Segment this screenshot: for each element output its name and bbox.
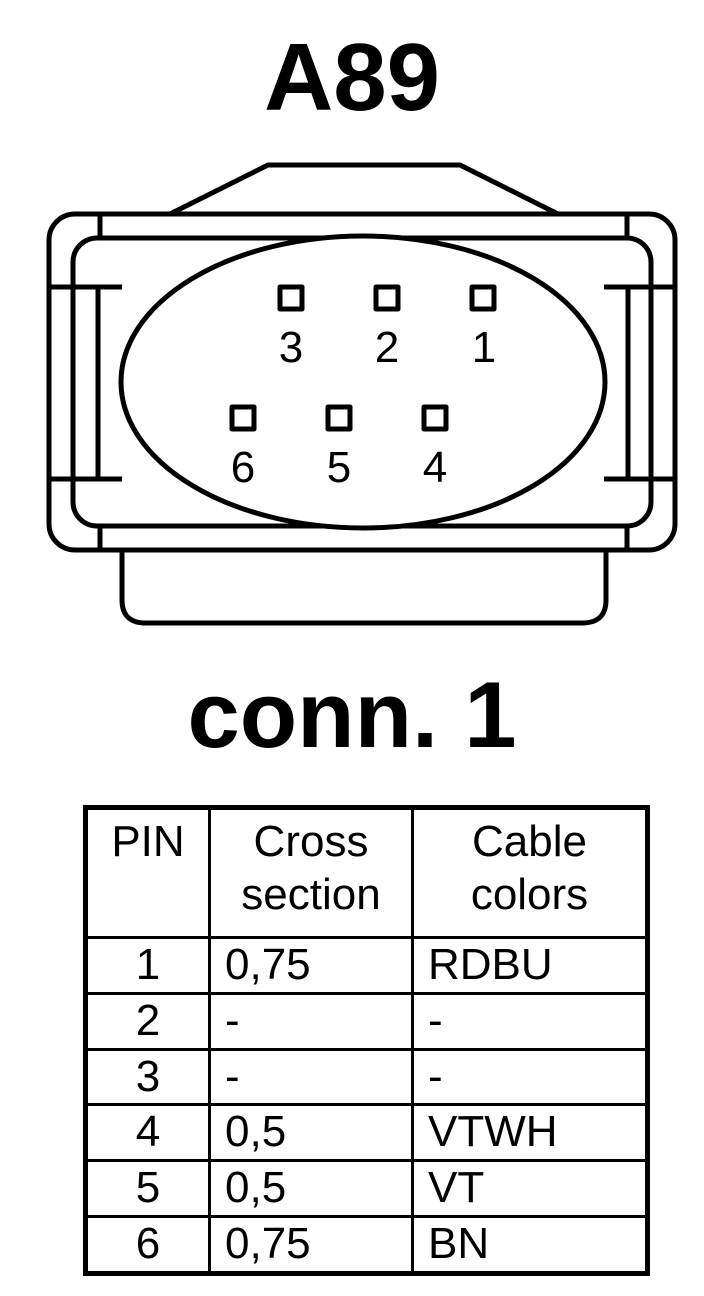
header-pin: PIN [84,806,211,939]
table-row: 4 0,5 VTWH [84,1103,649,1163]
cross-section-cell: 0,75 [208,1214,414,1275]
header-cable-colors: Cable colors [411,806,649,939]
table-row: 1 0,75 RDBU [84,936,649,995]
table-header-row: PIN Cross section Cable colors [84,806,649,939]
cable-color-cell: VTWH [411,1103,649,1163]
pin-cell: 6 [84,1214,211,1275]
pin-label-6: 6 [231,443,255,492]
header-color-line1: Cable [472,817,587,866]
connector-diagram: 3 2 1 6 5 4 [46,162,678,626]
pin-socket-3 [277,284,305,312]
connector-top-latch [168,162,560,217]
pin-cell: 4 [84,1103,211,1163]
cable-color-cell: BN [411,1214,649,1275]
component-title: A89 [263,24,441,131]
table-row: 5 0,5 VT [84,1159,649,1218]
cross-section-cell: 0,75 [208,936,414,995]
pin-label-2: 2 [375,323,399,372]
pin-label-4: 4 [423,443,447,492]
pin-socket-5 [325,404,353,432]
connector-bottom-skirt [119,550,609,626]
pin-label-3: 3 [279,323,303,372]
cable-color-cell: - [411,1047,649,1107]
pin-socket-4 [421,404,449,432]
table-row: 3 - - [84,1047,649,1107]
connector-outer-housing [46,211,678,553]
cable-color-cell: RDBU [411,936,649,995]
pin-label-1: 1 [472,323,496,372]
cross-section-cell: 0,5 [208,1103,414,1163]
header-color-line2: colors [470,869,589,919]
header-cross-line1: Cross [253,817,369,866]
header-cross-line2: section [241,869,381,919]
header-cross-section: Cross section [208,806,414,939]
cable-color-cell: - [411,991,649,1051]
table-row: 6 0,75 BN [84,1214,649,1275]
connector-contact-oval [118,233,608,531]
pin-cell: 1 [84,936,211,995]
pin-socket-2 [373,284,401,312]
cross-section-cell: - [208,991,414,1051]
cross-section-cell: - [208,1047,414,1107]
cross-section-cell: 0,5 [208,1159,414,1218]
pin-socket-1 [469,284,497,312]
cable-color-cell: VT [411,1159,649,1218]
connector-title: conn. 1 [187,662,517,767]
pin-assignment-table: PIN Cross section Cable colors 1 0,75 RD… [83,805,650,1276]
pin-socket-6 [229,404,257,432]
pin-label-5: 5 [327,443,351,492]
pin-cell: 2 [84,991,211,1051]
pin-cell: 5 [84,1159,211,1218]
pin-cell: 3 [84,1047,211,1107]
table-row: 2 - - [84,991,649,1051]
